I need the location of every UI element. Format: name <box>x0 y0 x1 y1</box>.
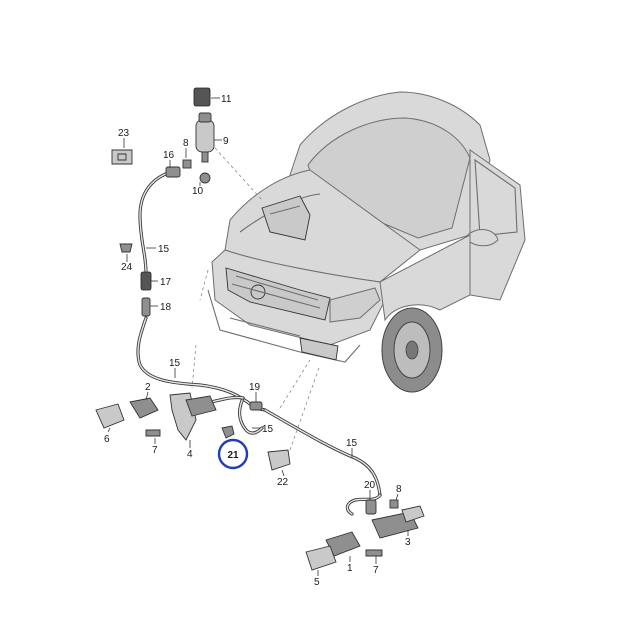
callout-9: 9 <box>223 136 229 147</box>
part-7-screw-right <box>365 549 383 557</box>
part-11-connector <box>193 87 211 107</box>
part-21-clip <box>221 425 235 439</box>
callout-19: 19 <box>249 382 261 393</box>
callout-2: 2 <box>145 382 151 393</box>
part-10-grommet <box>199 172 211 184</box>
callout-21: 21 <box>227 450 239 461</box>
part-8-clip <box>182 159 192 169</box>
callout-4: 4 <box>187 449 193 460</box>
callout-8-lower: 8 <box>396 484 402 495</box>
highlighted-callout: 21 <box>217 438 249 470</box>
part-22-clip <box>267 449 291 471</box>
callout-3: 3 <box>405 537 411 548</box>
callout-7-right: 7 <box>373 565 379 576</box>
part-2-nozzle <box>129 397 159 419</box>
callout-22: 22 <box>277 477 289 488</box>
callout-15-lower: 15 <box>262 424 274 435</box>
part-19-connector <box>249 401 263 411</box>
callout-7-left: 7 <box>152 445 158 456</box>
callout-5: 5 <box>314 577 320 588</box>
vehicle-outline <box>207 91 526 393</box>
callout-23: 23 <box>118 128 130 139</box>
callout-6: 6 <box>104 434 110 445</box>
callout-24: 24 <box>121 262 133 273</box>
part-9-washer-pump <box>195 112 215 163</box>
callout-15-middle: 15 <box>169 358 181 369</box>
guide-lines <box>191 147 321 451</box>
part-23-bracket <box>111 149 133 165</box>
part-17-connector <box>140 271 152 291</box>
part-8-clip-right <box>389 499 399 509</box>
callout-11: 11 <box>221 94 232 105</box>
callout-17: 17 <box>160 277 172 288</box>
callout-8-upper: 8 <box>183 138 189 149</box>
callout-16: 16 <box>163 150 175 161</box>
callout-20: 20 <box>364 480 376 491</box>
callout-15-upper: 15 <box>158 244 170 255</box>
part-18-valve <box>141 297 151 317</box>
highlight-ring <box>217 438 249 470</box>
callout-18: 18 <box>160 302 172 313</box>
part-5-cover <box>305 545 337 571</box>
part-3-cylinder <box>371 505 425 539</box>
callout-15-right: 15 <box>346 438 358 449</box>
hose-lines <box>136 171 382 516</box>
part-24-clip <box>119 243 133 253</box>
part-7-screw <box>145 429 161 437</box>
part-20-connector <box>365 499 377 515</box>
callout-1: 1 <box>347 563 353 574</box>
part-16-connector <box>165 166 181 178</box>
part-6-cover <box>95 403 125 429</box>
leader-lines <box>107 97 409 576</box>
callout-10: 10 <box>192 186 204 197</box>
callout-labels: 11 9 23 8 16 10 15 24 17 18 15 2 6 7 4 1… <box>104 94 411 588</box>
parts <box>95 87 425 571</box>
